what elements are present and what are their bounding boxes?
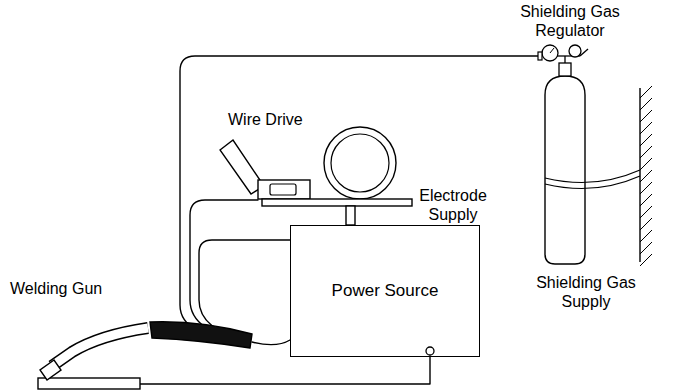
- power-source-box: Power Source: [290, 225, 480, 357]
- gun-hose: [252, 340, 290, 345]
- wire-spool: [324, 127, 396, 199]
- drive-rolls: [270, 184, 296, 195]
- ground-terminal: [426, 347, 434, 355]
- valve-stem: [564, 56, 565, 63]
- regulator-outlet: [538, 52, 542, 60]
- wire-conduit: [190, 200, 258, 342]
- node-title: Power Source: [324, 279, 447, 303]
- part-label: Wire Drive: [228, 110, 328, 129]
- cylinder-strap: [545, 170, 640, 183]
- gas-hose: [180, 56, 538, 342]
- gun-handle: [150, 322, 252, 348]
- wall-hatching: [640, 86, 652, 266]
- part-label: Electrode Supply: [413, 186, 493, 224]
- cylinder-valve: [559, 63, 571, 76]
- electrode-platform: [262, 199, 412, 206]
- gun-nozzle: [40, 360, 61, 380]
- part-label: Welding Gun: [10, 279, 130, 298]
- gun-neck-fill: [52, 328, 148, 366]
- regulator-knob: [580, 49, 588, 56]
- wall: [639, 88, 640, 262]
- wire-drive-box: [258, 180, 310, 199]
- wire-spool-inner: [331, 134, 389, 192]
- ground-cable: [140, 356, 430, 384]
- gas-cylinder: [545, 76, 585, 264]
- cylinder-strap: [545, 176, 640, 189]
- gun-neck: [52, 328, 148, 366]
- gauge-needle: [550, 48, 554, 53]
- regulator-gauge: [542, 45, 558, 61]
- regulator-gauge: [569, 45, 581, 57]
- platform-stand: [346, 206, 355, 225]
- part-label: Shielding Gas Regulator: [505, 2, 635, 40]
- workpiece: [38, 378, 140, 389]
- part-label: Shielding Gas Supply: [520, 273, 652, 311]
